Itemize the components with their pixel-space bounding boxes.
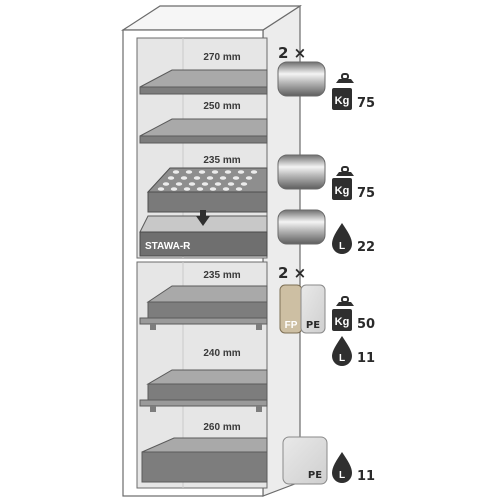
- weight-icon: Kg: [332, 73, 354, 110]
- perforation-hole: [167, 176, 175, 180]
- shelf-3-perforated: 235 mm: [146, 155, 268, 213]
- load-value-2: 75: [357, 186, 375, 201]
- load-value-1: 75: [357, 96, 375, 111]
- perforation-hole: [157, 187, 165, 191]
- perforation-hole: [198, 170, 206, 174]
- perforation-hole: [172, 170, 180, 174]
- svg-text:Kg: Kg: [335, 185, 350, 197]
- shelf-2-label: 250 mm: [203, 101, 240, 112]
- volume-drop-icon: L: [332, 336, 352, 366]
- multiplier-4: 2 ×: [278, 264, 306, 282]
- tray-2-label: 240 mm: [203, 348, 240, 359]
- perforation-hole: [162, 182, 170, 186]
- container-cylinder-icon: [277, 154, 326, 190]
- arrow-down-icon: [196, 216, 210, 226]
- perforation-hole: [222, 187, 230, 191]
- perforation-hole: [250, 170, 258, 174]
- volume-value-4: 11: [357, 351, 375, 366]
- material-fp-label: FP: [285, 320, 298, 331]
- perforation-hole: [232, 176, 240, 180]
- shelf-2: 250 mm: [139, 101, 268, 144]
- container-cylinder-icon: [277, 61, 326, 97]
- tray-2: 240 mm: [139, 348, 268, 412]
- multiplier-1: 2 ×: [278, 44, 306, 62]
- spec-group-2: Kg 75: [277, 154, 375, 201]
- perforation-hole: [209, 187, 217, 191]
- perforation-hole: [175, 182, 183, 186]
- volume-value-5: 11: [357, 469, 375, 484]
- perforation-hole: [214, 182, 222, 186]
- perforation-hole: [219, 176, 227, 180]
- perforation-hole: [237, 170, 245, 174]
- spec-group-5: PE L 11: [282, 436, 375, 485]
- svg-text:Kg: Kg: [335, 316, 350, 328]
- perforation-hole: [240, 182, 248, 186]
- perforation-hole: [245, 176, 253, 180]
- perforation-hole: [211, 170, 219, 174]
- tray-3-label: 260 mm: [203, 422, 240, 433]
- tray-3: 260 mm: [141, 422, 268, 483]
- perforation-hole: [224, 170, 232, 174]
- perforation-hole: [183, 187, 191, 191]
- shelf-3-label: 235 mm: [203, 155, 240, 166]
- shelf-1: 270 mm: [139, 52, 268, 95]
- volume-drop-icon: L: [332, 223, 352, 254]
- container-cylinder-icon: [277, 209, 326, 245]
- insert-label: STAWA-R: [145, 241, 191, 252]
- perforation-hole: [170, 187, 178, 191]
- svg-text:L: L: [339, 241, 345, 252]
- perforation-hole: [206, 176, 214, 180]
- pe-container-icon: [282, 436, 328, 485]
- weight-icon: Kg: [332, 296, 354, 331]
- svg-text:L: L: [339, 353, 345, 364]
- perforation-hole: [193, 176, 201, 180]
- svg-text:L: L: [339, 470, 345, 481]
- tray-1: 235 mm: [139, 270, 268, 330]
- perforation-hole: [196, 187, 204, 191]
- material-pe-label: PE: [308, 470, 322, 481]
- weight-icon: Kg: [332, 166, 354, 200]
- svg-text:Kg: Kg: [335, 95, 350, 107]
- perforation-hole: [227, 182, 235, 186]
- perforation-hole: [180, 176, 188, 180]
- perforation-hole: [188, 182, 196, 186]
- volume-drop-icon: L: [332, 452, 352, 483]
- perforation-hole: [235, 187, 243, 191]
- material-pe-label: PE: [306, 320, 320, 331]
- perforation-hole: [201, 182, 209, 186]
- volume-value-3: 22: [357, 240, 375, 255]
- spec-group-3: L 22: [277, 209, 375, 255]
- load-value-4: 50: [357, 317, 375, 332]
- stawa-r-insert: STAWA-R: [139, 210, 268, 257]
- spec-group-4: 2 × FP PE Kg 50 L 11: [278, 264, 375, 366]
- perforation-hole: [185, 170, 193, 174]
- spec-group-1: 2 × Kg 75: [277, 44, 375, 111]
- pe-container-icon: [300, 284, 326, 334]
- tray-1-label: 235 mm: [203, 270, 240, 281]
- shelf-1-label: 270 mm: [203, 52, 240, 63]
